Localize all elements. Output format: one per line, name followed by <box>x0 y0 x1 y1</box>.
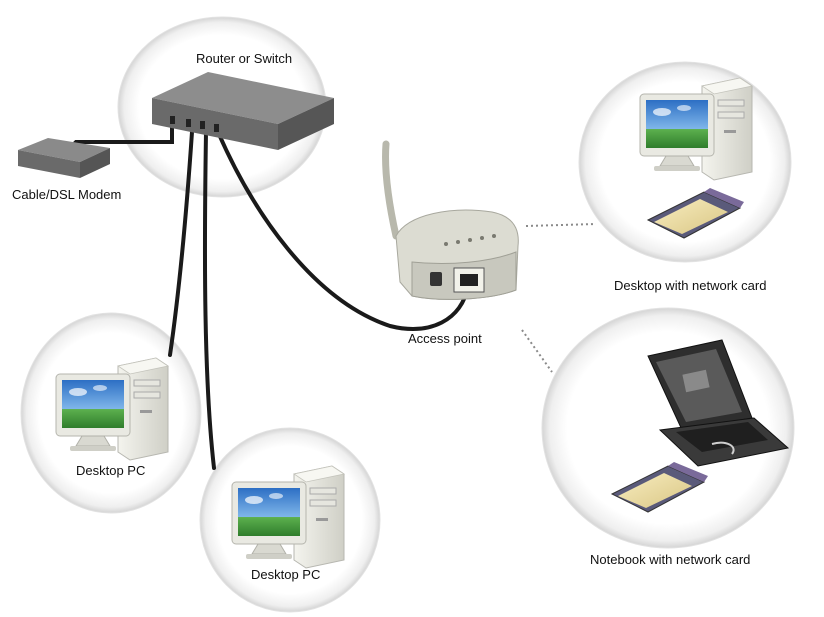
desktop-pc-1-label: Desktop PC <box>76 463 145 478</box>
router-label: Router or Switch <box>196 51 292 66</box>
antenna-icon <box>385 144 396 236</box>
modem-label: Cable/DSL Modem <box>12 187 121 202</box>
access-point-icon <box>385 144 518 299</box>
notebook-card-label: Notebook with network card <box>590 552 750 567</box>
desktop-pc-2-label: Desktop PC <box>251 567 320 582</box>
desktop-card-label: Desktop with network card <box>614 278 766 293</box>
access-point-label: Access point <box>408 331 482 346</box>
